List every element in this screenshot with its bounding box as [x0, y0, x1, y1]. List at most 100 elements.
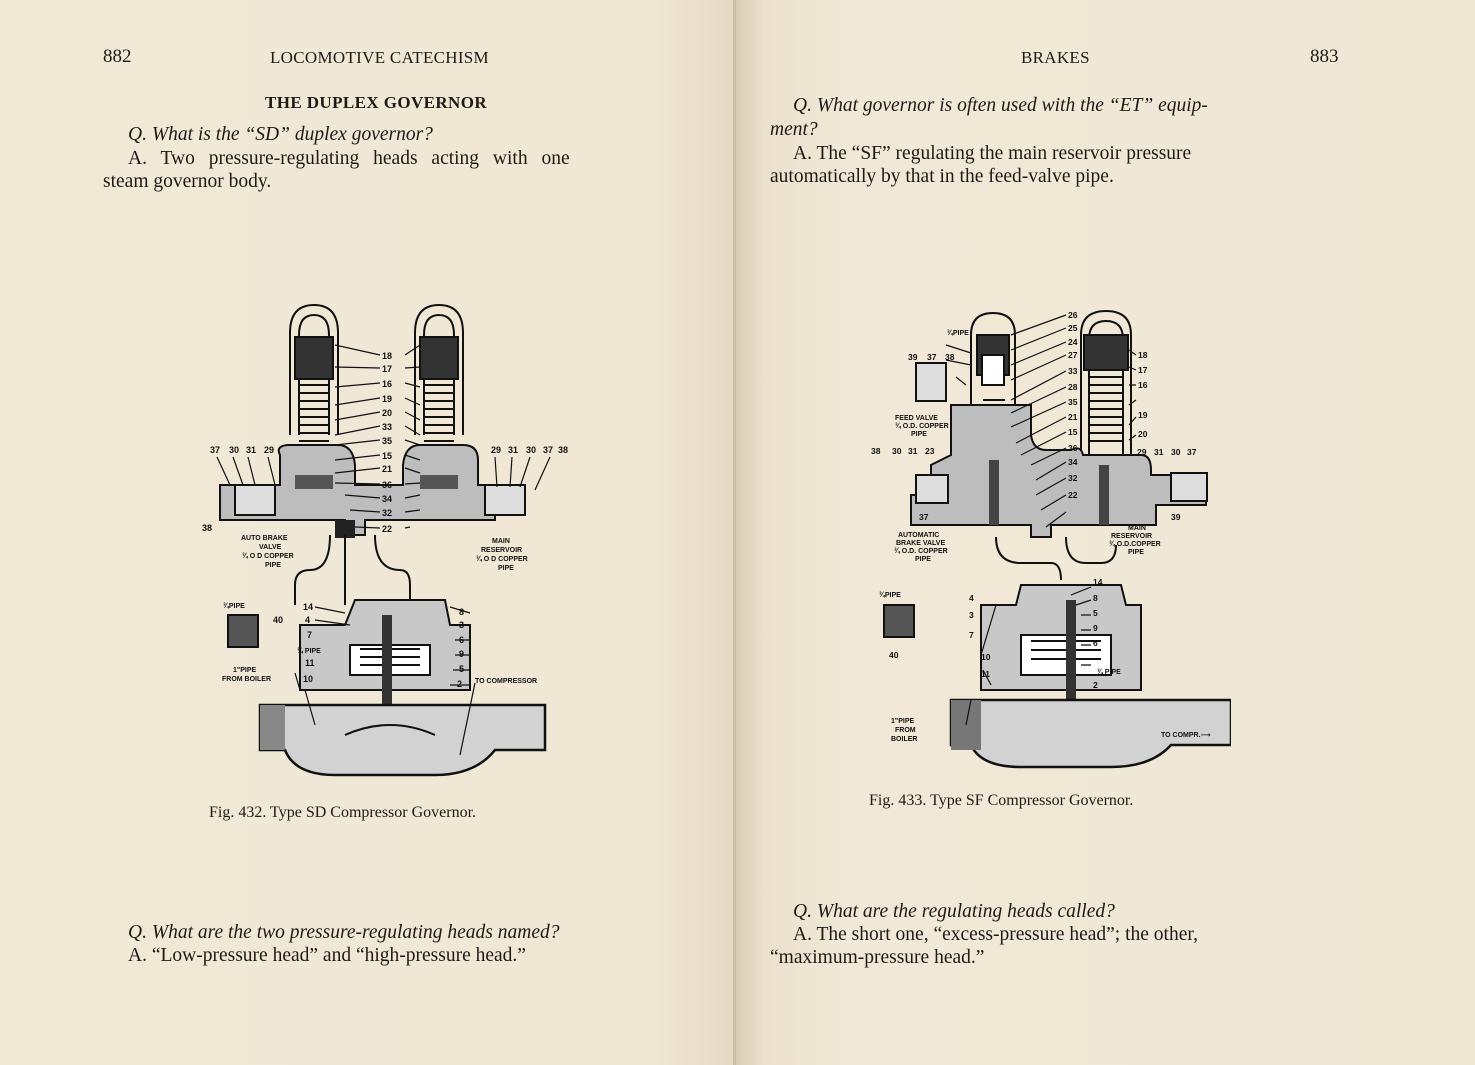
label-boiler-3: BOILER: [891, 736, 917, 743]
label-34: 34: [1068, 457, 1078, 467]
label-main-res-4: PIPE: [498, 565, 514, 572]
label-32: 32: [382, 508, 392, 518]
label-auto-3: ¾ O.D. COPPER: [894, 547, 948, 555]
label-16: 16: [1138, 380, 1148, 390]
label-29: 29: [264, 445, 274, 455]
label-37-b: 37: [919, 512, 929, 522]
label-9: 9: [1093, 623, 1098, 633]
page-number: 883: [1310, 46, 1339, 67]
label-39-r: 39: [1171, 512, 1181, 522]
label-4: 4: [305, 615, 310, 625]
right-cap: [419, 336, 459, 380]
label-auto-brake-2: VALVE: [259, 544, 282, 551]
sf-steam-pipe: [949, 698, 1231, 769]
label-9: 9: [459, 649, 464, 659]
question-sd-governor: Q. What is the “SD” duplex governor?: [128, 124, 433, 145]
label-auto-2: BRAKE VALVE: [896, 540, 945, 547]
label-main-2: RESERVOIR: [1111, 533, 1152, 540]
label-4: 4: [969, 593, 974, 603]
label-15: 15: [1068, 427, 1078, 437]
label-11: 11: [305, 658, 315, 668]
label-40: 40: [889, 650, 899, 660]
label-main-1: MAIN: [1128, 525, 1146, 532]
fig433-labels: ¾PIPE 26 25 24 27 33 28 35 21 15 36 34 3…: [871, 310, 1211, 743]
label-30: 30: [892, 446, 902, 456]
label-5: 5: [1093, 608, 1098, 618]
label-36: 36: [382, 480, 392, 490]
label-pipe-boiler-1: 1"PIPE: [233, 667, 256, 674]
label-35: 35: [382, 436, 392, 446]
label-33: 33: [382, 422, 392, 432]
label-22: 22: [382, 524, 392, 534]
label-pipe-top: ¾PIPE: [947, 329, 969, 337]
label-6: 6: [459, 635, 464, 645]
sd-governor-diagram: 18 17 16 19 20 33 35 15 21 36 34 32 22 3…: [202, 303, 568, 777]
right-page: BRAKES 883 Q. What governor is often use…: [736, 0, 1475, 1065]
label-23: 23: [925, 446, 935, 456]
label-40: 40: [273, 615, 283, 625]
label-to-comp: TO COMPR.⟶: [1161, 732, 1211, 739]
label-25: 25: [1068, 323, 1078, 333]
label-31: 31: [246, 445, 256, 455]
label-30-r: 30: [1171, 447, 1181, 457]
steam-pipe: [258, 703, 547, 777]
label-22: 22: [1068, 490, 1078, 500]
question-et-governor-line1: Q. What governor is often used with the …: [793, 95, 1208, 116]
answer-heads-named: A. “Low-pressure head” and “high-pressur…: [128, 945, 526, 966]
label-33: 33: [1068, 366, 1078, 376]
label-3: 3: [969, 610, 974, 620]
label-17: 17: [1138, 365, 1148, 375]
label-36: 36: [1068, 443, 1078, 453]
label-17: 17: [382, 364, 392, 374]
label-main-3: ¾ O.D.COPPER: [1109, 540, 1161, 548]
label-8: 8: [459, 607, 464, 617]
label-38-b: 38: [871, 446, 881, 456]
label-19: 19: [382, 394, 392, 404]
sf-governor-body: [910, 404, 1207, 538]
label-auto-1: AUTOMATIC: [898, 532, 939, 539]
label-main-res-2: RESERVOIR: [481, 547, 522, 554]
label-39: 39: [908, 352, 918, 362]
running-head: BRAKES: [1021, 48, 1090, 67]
label-feed-3: PIPE: [911, 431, 927, 438]
label-34: 34: [382, 494, 392, 504]
section-title: THE DUPLEX GOVERNOR: [265, 93, 488, 112]
label-to-compressor: TO COMPRESSOR: [475, 678, 537, 685]
short-dome: [970, 311, 1016, 405]
label-3: 3: [459, 620, 464, 630]
label-24: 24: [1068, 337, 1078, 347]
label-14: 14: [1093, 577, 1103, 587]
label-6: 6: [1093, 638, 1098, 648]
right-dome: [414, 303, 464, 435]
label-28: 28: [1068, 382, 1078, 392]
label-7: 7: [307, 630, 312, 640]
label-pipe-mid: ¾ PIPE: [1097, 668, 1121, 676]
label-16: 16: [382, 379, 392, 389]
fig432-labels: 18 17 16 19 20 33 35 15 21 36 34 32 22 3…: [202, 351, 568, 689]
label-37: 37: [927, 352, 937, 362]
label-boiler-1: 1"PIPE: [891, 718, 914, 725]
label-38-l: 38: [202, 523, 212, 533]
label-26: 26: [1068, 310, 1078, 320]
answer-sf-line2: automatically by that in the feed-valve …: [770, 166, 1114, 187]
left-dome: [289, 303, 339, 435]
figure-432-caption: Fig. 432. Type SD Compressor Governor.: [209, 804, 477, 821]
sf-small-pipe-fitting: [883, 604, 915, 638]
figure-433-caption: Fig. 433. Type SF Compressor Governor.: [869, 792, 1134, 809]
label-feed-2: ¾ O.D. COPPER: [895, 422, 949, 430]
label-31-r: 31: [1154, 447, 1164, 457]
label-pipe-small: ¾PIPE: [879, 591, 901, 599]
label-pipe-small: ¾PIPE: [223, 602, 245, 610]
label-feed-1: FEED VALVE: [895, 415, 938, 422]
label-19: 19: [1138, 410, 1148, 420]
running-head: LOCOMOTIVE CATECHISM: [270, 48, 489, 67]
label-2: 2: [457, 679, 462, 689]
question-heads-named: Q. What are the two pressure-regulating …: [128, 922, 560, 943]
left-cap: [294, 336, 334, 380]
label-31-r: 31: [508, 445, 518, 455]
small-pipe-fitting: [227, 614, 259, 648]
label-37: 37: [210, 445, 220, 455]
label-7: 7: [969, 630, 974, 640]
sf-governor-diagram: ¾PIPE 26 25 24 27 33 28 35 21 15 36 34 3…: [871, 309, 1231, 769]
label-2: 2: [1093, 680, 1098, 690]
